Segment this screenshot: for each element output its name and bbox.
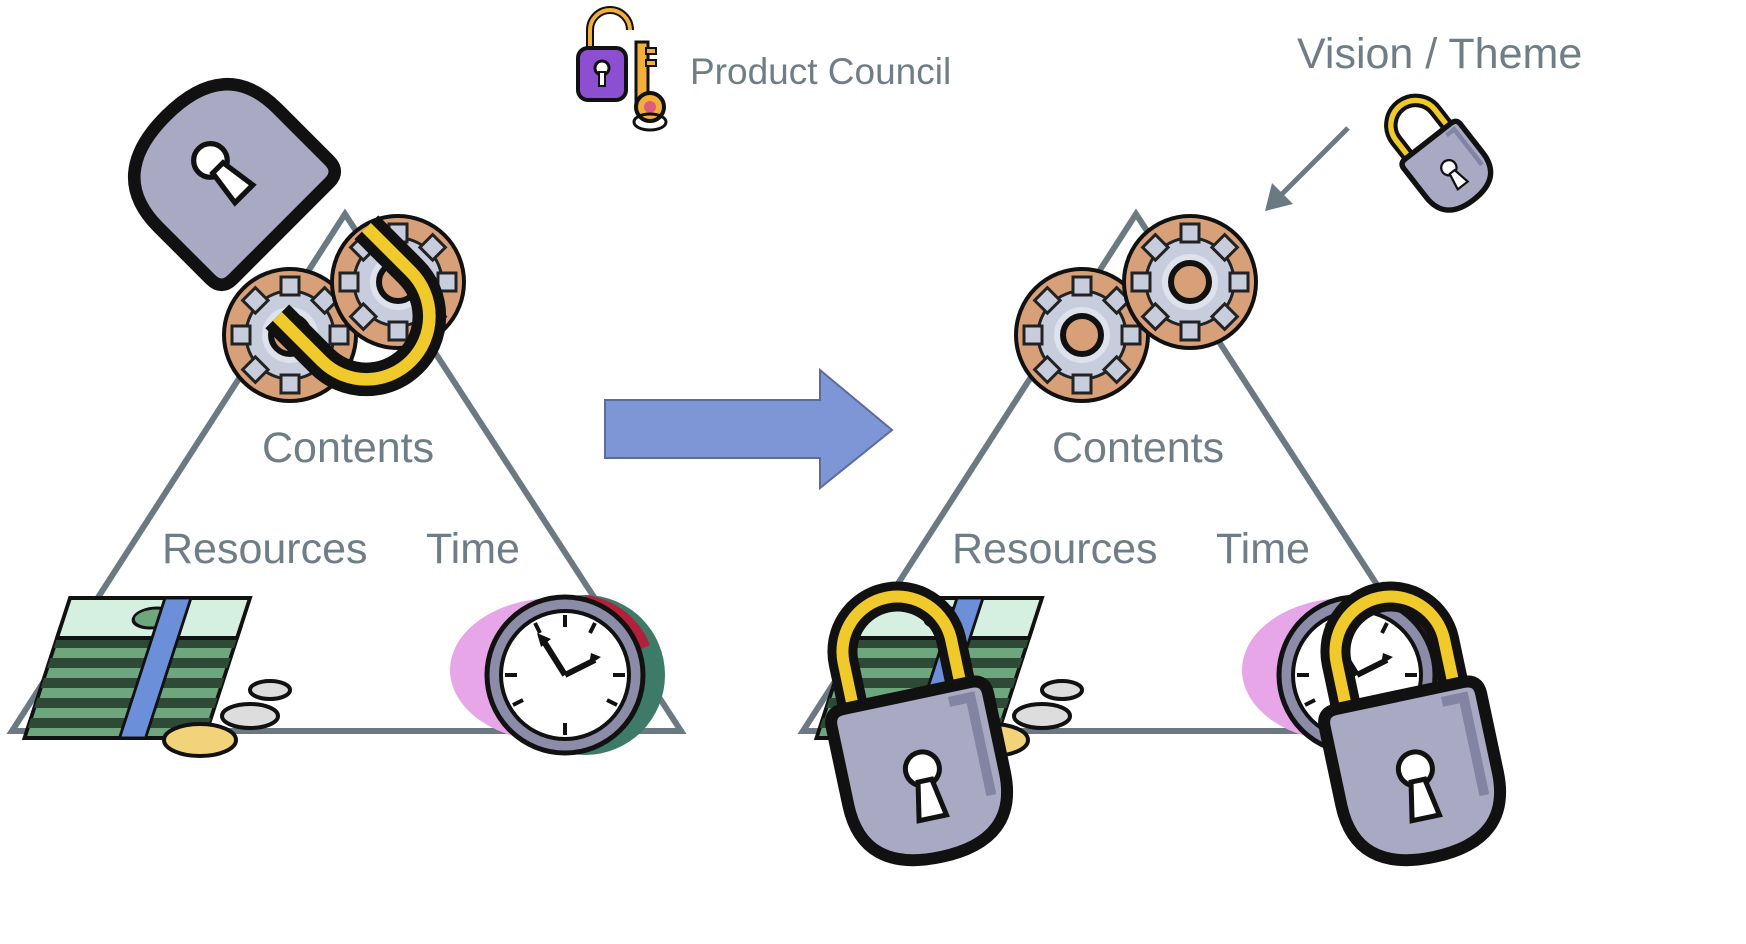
left-triangle-outline [6,208,687,734]
left-padlock-icon [128,78,447,397]
right-gears-icon [1016,216,1256,401]
left-resources-label: Resources [162,525,368,573]
key-and-padlock-icon [576,6,668,132]
left-contents-label: Contents [262,424,435,472]
left-time-label: Time [426,525,520,573]
product-council-label: Product Council [690,51,952,92]
vision-theme-label: Vision / Theme [1297,30,1583,78]
transition-arrow-icon [604,367,894,491]
right-time-label: Time [1216,525,1310,573]
vision-arrow-icon [1265,126,1350,211]
right-triangle-outline [797,208,1478,734]
right-contents-label: Contents [1052,424,1225,472]
vision-padlock-icon [1372,84,1502,222]
right-resources-label: Resources [952,525,1158,573]
